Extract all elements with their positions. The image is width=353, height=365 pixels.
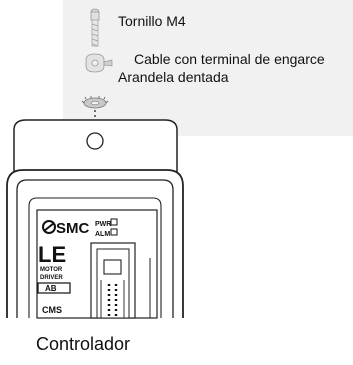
alm-led-label: ALM [95, 231, 110, 238]
pwr-led-label: PWR [95, 221, 111, 228]
background-panel [63, 0, 353, 136]
mounting-tab [13, 119, 178, 181]
washer-label: Arandela dentada [118, 69, 229, 85]
smc-logo: SMC [42, 220, 90, 237]
figure-caption: Controlador [36, 334, 131, 354]
driver-text: DRIVER [40, 275, 63, 281]
alm-led [110, 228, 118, 236]
motor-text: MOTOR [40, 267, 63, 273]
crimp-terminal-icon [85, 53, 113, 73]
screw-label: Tornillo M4 [118, 13, 186, 29]
brand-text: SMC [56, 220, 90, 237]
cable-label: Cable con terminal de engarce [134, 51, 325, 67]
type-badge-text: AB [45, 284, 57, 293]
type-badge [37, 282, 71, 294]
toothed-washer-icon [81, 96, 109, 109]
pwr-led [110, 218, 118, 226]
mounting-hole [86, 132, 104, 150]
screw-icon [90, 8, 100, 47]
model-text: LE [38, 242, 66, 267]
connector-block [90, 242, 136, 319]
series-text: CMS [42, 305, 62, 315]
